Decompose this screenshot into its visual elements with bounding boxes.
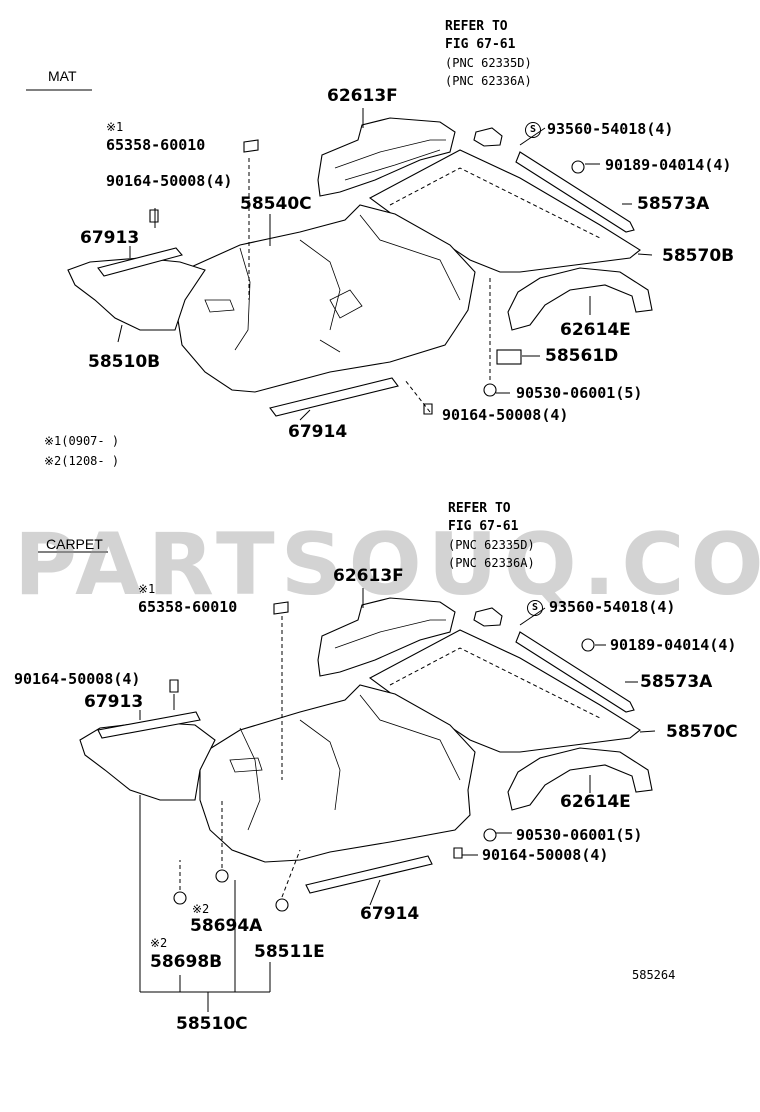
mat-label-58540c: 58540C	[240, 194, 312, 214]
mat-label-67913: 67913	[80, 228, 140, 248]
carpet-label-58511e: 58511E	[254, 942, 325, 962]
note1-range: ※1(0907- )	[44, 434, 120, 448]
mat-part-62614e-shape	[507, 267, 653, 331]
carpet-refer-line4: (PNC 62336A)	[448, 556, 535, 570]
figure-number: 585264	[632, 968, 676, 982]
mat-label-58561d: 58561D	[545, 346, 619, 366]
mat-part-62613f-shape	[317, 117, 456, 197]
mat-label-62614e: 62614E	[560, 320, 631, 340]
carpet-label-90164-top: 90164-50008(4)	[14, 670, 141, 688]
mat-clip-65358	[243, 139, 259, 153]
mat-part-58540c-shape	[177, 204, 476, 393]
mat-part-67914-shape	[269, 377, 399, 417]
mat-part-67913-shape	[97, 247, 183, 277]
mat-section-title: MAT	[48, 68, 77, 84]
mat-label-62613f: 62613F	[327, 86, 398, 106]
carpet-label-58570c: 58570C	[666, 722, 738, 742]
note2-range: ※2(1208- )	[44, 454, 120, 468]
carpet-label-62613f: 62613F	[333, 566, 404, 586]
carpet-label-58698b: 58698B	[150, 952, 223, 972]
carpet-label-90530: 90530-06001(5)	[516, 826, 643, 844]
mat-label-90530: 90530-06001(5)	[516, 384, 643, 402]
carpet-part-67913-shape	[97, 711, 201, 739]
carpet-label-58694a: 58694A	[190, 916, 263, 936]
carpet-refer-line3: (PNC 62335D)	[448, 538, 535, 552]
carpet-note2-mark-b: ※2	[150, 936, 168, 950]
carpet-label-67913: 67913	[84, 692, 144, 712]
mat-clip-90189	[571, 160, 585, 174]
mat-part-58510b-shape	[67, 257, 206, 331]
s-symbol-icon: S	[525, 121, 541, 138]
mat-clip-90530	[483, 383, 497, 397]
mat-refer-line2: FIG 67-61	[445, 37, 516, 52]
carpet-clip-65358	[273, 601, 289, 615]
carpet-note2-mark-a: ※2	[192, 902, 210, 916]
mat-label-58510b: 58510B	[88, 352, 161, 372]
carpet-label-65358: 65358-60010	[138, 598, 238, 616]
carpet-screw-90164-top	[169, 679, 179, 693]
mat-label-90189: 90189-04014(4)	[605, 156, 732, 174]
carpet-section-title: CARPET	[46, 536, 103, 552]
carpet-label-90164-bottom: 90164-50008(4)	[482, 846, 609, 864]
carpet-note1-mark: ※1	[138, 582, 156, 596]
mat-label-93560-text: 93560-54018(4)	[547, 120, 674, 138]
carpet-label-62614e: 62614E	[560, 792, 631, 812]
mat-part-58561d-shape	[496, 349, 522, 365]
carpet-label-93560: S 93560-54018(4)	[527, 598, 675, 616]
carpet-refer-line2: FIG 67-61	[448, 519, 519, 534]
carpet-clip-90189	[581, 638, 595, 652]
mat-refer-clip	[473, 127, 503, 147]
carpet-part-67914-shape	[305, 855, 433, 894]
carpet-main-shape	[199, 684, 476, 863]
mat-part-58573a-shape	[515, 151, 635, 233]
mat-refer-line4: (PNC 62336A)	[445, 74, 532, 88]
carpet-clip-58511e	[275, 898, 289, 912]
s-symbol-icon: S	[527, 599, 543, 616]
mat-label-58570b: 58570B	[662, 246, 735, 266]
mat-label-93560: S 93560-54018(4)	[525, 120, 673, 138]
carpet-label-93560-text: 93560-54018(4)	[549, 598, 676, 616]
carpet-clip-58694a	[215, 869, 229, 883]
carpet-label-58573a: 58573A	[640, 672, 713, 692]
carpet-screw-90164-bottom	[453, 847, 463, 859]
mat-label-90164-top: 90164-50008(4)	[106, 172, 233, 190]
carpet-part-62614e-shape	[507, 747, 653, 811]
mat-refer-line3: (PNC 62335D)	[445, 56, 532, 70]
mat-note1-mark: ※1	[106, 120, 124, 134]
mat-refer-line1: REFER TO	[445, 19, 508, 34]
mat-screw-90164-top	[149, 209, 159, 223]
carpet-clip-58698b	[173, 891, 187, 905]
carpet-clip-90530	[483, 828, 497, 842]
carpet-label-90189: 90189-04014(4)	[610, 636, 737, 654]
mat-label-67914: 67914	[288, 422, 348, 442]
carpet-refer-clip	[473, 607, 503, 627]
carpet-label-58510c: 58510C	[176, 1014, 248, 1034]
carpet-label-67914: 67914	[360, 904, 420, 924]
carpet-refer-line1: REFER TO	[448, 501, 511, 516]
mat-label-90164-bottom: 90164-50008(4)	[442, 406, 569, 424]
carpet-assembly	[38, 551, 656, 1012]
carpet-part-58573a-shape	[515, 631, 635, 713]
mat-label-65358: 65358-60010	[106, 136, 206, 154]
carpet-part-62613f-shape	[317, 597, 456, 677]
mat-assembly	[26, 89, 653, 421]
mat-label-58573a: 58573A	[637, 194, 710, 214]
